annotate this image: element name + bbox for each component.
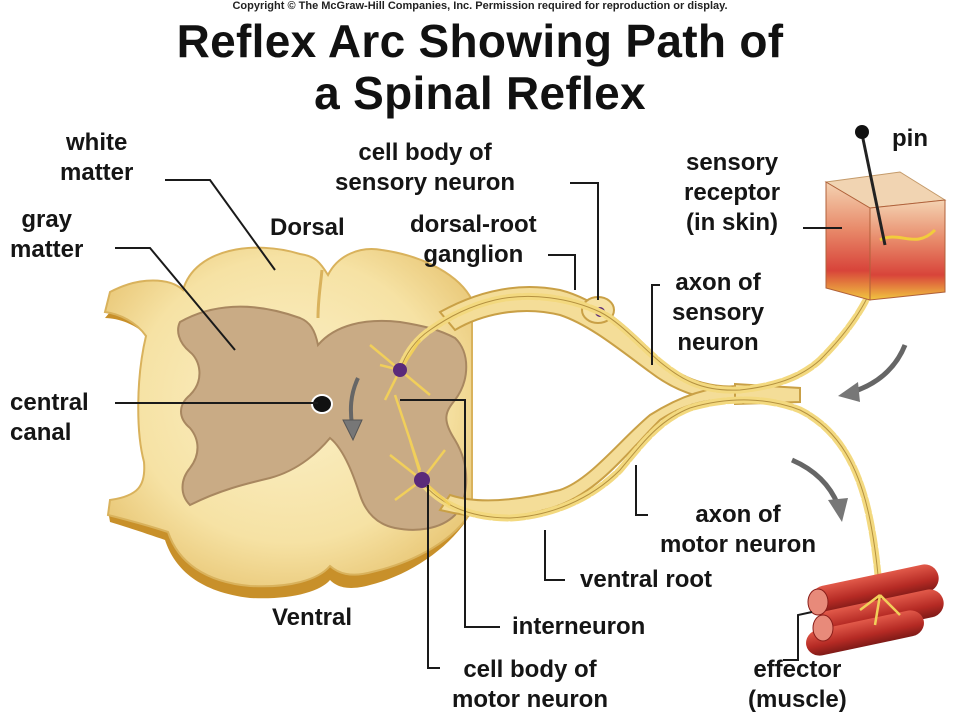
motor-neuron-dendrites (389, 439, 451, 506)
impulse-arrow-down (342, 377, 363, 442)
impulse-arrow-motor (790, 457, 848, 522)
motor-neuron-cell-body (414, 472, 430, 488)
impulse-arrow-sensory (838, 344, 908, 402)
label-axon-motor-neuron: axon of motor neuron (660, 501, 816, 558)
skin-block (824, 171, 947, 301)
label-dorsal-root-ganglion: dorsal-root ganglion (410, 211, 537, 268)
label-sensory-receptor: sensory receptor (in skin) (684, 149, 781, 236)
copyright-notice: Copyright © The McGraw-Hill Companies, I… (232, 0, 728, 12)
label-interneuron: interneuron (512, 613, 646, 640)
pin-icon (855, 125, 887, 246)
label-effector: effector (muscle) (748, 656, 847, 713)
label-axon-sensory-neuron: axon of sensory neuron (672, 269, 765, 356)
gray-matter (177, 305, 468, 531)
page-title-line-1: Reflex Arc Showing Path of (176, 15, 784, 67)
leader-lines (115, 179, 842, 669)
label-cell-body-motor: cell body of motor neuron (452, 656, 608, 713)
label-pin: pin (892, 125, 928, 152)
muscle-effector (806, 564, 944, 656)
label-ventral-root: ventral root (580, 566, 713, 593)
label-central-canal: central canal (10, 389, 89, 446)
label-white-matter: white matter (60, 129, 134, 186)
label-cell-body-sensory: cell body of sensory neuron (335, 139, 516, 196)
page-title-line-2: a Spinal Reflex (314, 67, 646, 119)
label-ventral: Ventral (272, 604, 353, 631)
interneuron (369, 339, 431, 471)
interneuron-cell-body (393, 363, 407, 377)
label-dorsal: Dorsal (270, 214, 345, 241)
label-gray-matter: gray matter (10, 206, 84, 263)
